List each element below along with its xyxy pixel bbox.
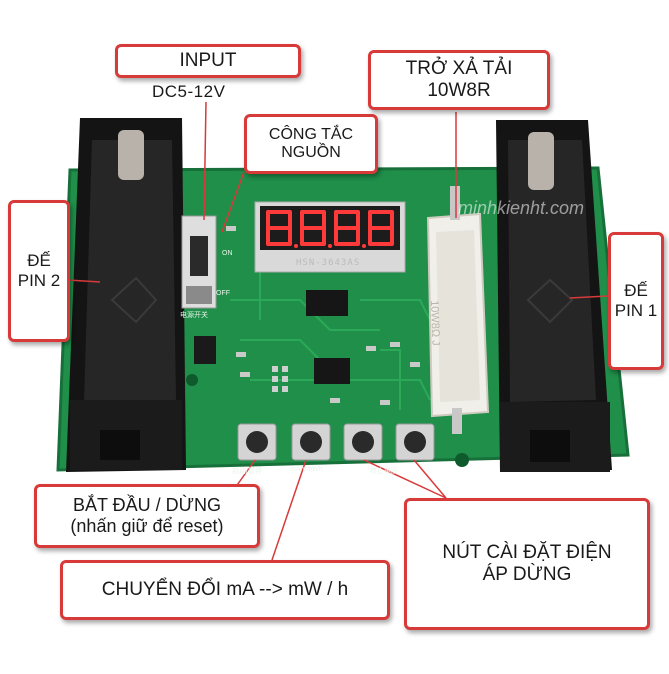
ic-chip	[306, 290, 348, 316]
leader-lines	[67, 101, 609, 561]
silk-stop-label: 终止电压	[370, 468, 398, 475]
callout-slot-2-line1: ĐẾ	[27, 251, 51, 271]
battery-contact	[528, 132, 554, 190]
resistor-marking: 10W8Ω J	[428, 300, 442, 346]
callout-cutoff-button-line1: NÚT CÀI ĐẶT ĐIỆN	[442, 542, 612, 564]
callout-input: INPUT	[115, 44, 301, 78]
smd-parts	[226, 226, 420, 405]
battery-contact	[118, 130, 144, 180]
callout-load-resistor-line2: 10W8R	[427, 80, 491, 101]
callout-slot-2-line2: PIN 2	[17, 271, 61, 290]
silk-start-label: 启动/暂停	[232, 468, 262, 475]
callout-power-switch: CÔNG TẮC NGUỒN	[244, 114, 378, 174]
mounting-hole	[455, 453, 469, 467]
callout-cutoff-button-line2: ÁP DỪNG	[482, 564, 572, 585]
callout-slot-1-line1: ĐẾ	[624, 281, 648, 301]
callout-load-resistor-line1: TRỞ XẢ TẢI	[405, 58, 513, 80]
display-digits	[266, 210, 394, 246]
regulator	[194, 336, 216, 364]
silk-on-label: ON	[222, 250, 233, 257]
ic-chip	[314, 358, 350, 384]
callout-slot-1: ĐẾ PIN 1	[608, 232, 664, 370]
silk-off-label: OFF	[216, 290, 230, 297]
load-resistor	[426, 186, 490, 434]
polarity-emblem	[526, 278, 574, 324]
power-switch	[181, 215, 217, 309]
watermark: minhkienht.com	[458, 198, 585, 218]
callout-slot-2: ĐẾ PIN 2	[8, 200, 70, 342]
mounting-hole	[186, 374, 198, 386]
callout-start-stop-line2: (nhấn giữ để reset)	[70, 516, 224, 536]
callout-power-switch-line2: NGUỒN	[281, 144, 341, 161]
polarity-emblem	[110, 276, 158, 324]
callout-start-stop: BẮT ĐẦU / DỪNG (nhấn giữ để reset)	[34, 484, 260, 548]
push-buttons	[237, 423, 435, 461]
callout-power-switch-line1: CÔNG TẮC	[268, 125, 354, 143]
input-voltage-label: DC5-12V	[152, 82, 226, 101]
callout-input-text: INPUT	[179, 50, 237, 72]
battery-holder-1	[496, 120, 612, 472]
silk-units-label: mAh/mWh	[290, 466, 323, 473]
display-dots	[294, 244, 366, 248]
callout-convert-text: CHUYỂN ĐỔI mA --> mW / h	[101, 579, 349, 601]
display-model-label: HSN-3643AS	[296, 258, 361, 268]
callout-slot-1-line2: PIN 1	[614, 301, 658, 320]
callout-cutoff-button: NÚT CÀI ĐẶT ĐIỆN ÁP DỪNG	[404, 498, 650, 630]
callout-load-resistor: TRỞ XẢ TẢI 10W8R	[368, 50, 550, 110]
callout-convert: CHUYỂN ĐỔI mA --> mW / h	[60, 560, 390, 620]
callout-start-stop-line1: BẮT ĐẦU / DỪNG	[72, 495, 222, 516]
header-pins	[272, 366, 288, 392]
silk-switch-label: 电源开关	[180, 312, 208, 319]
battery-holder-2	[66, 118, 186, 472]
